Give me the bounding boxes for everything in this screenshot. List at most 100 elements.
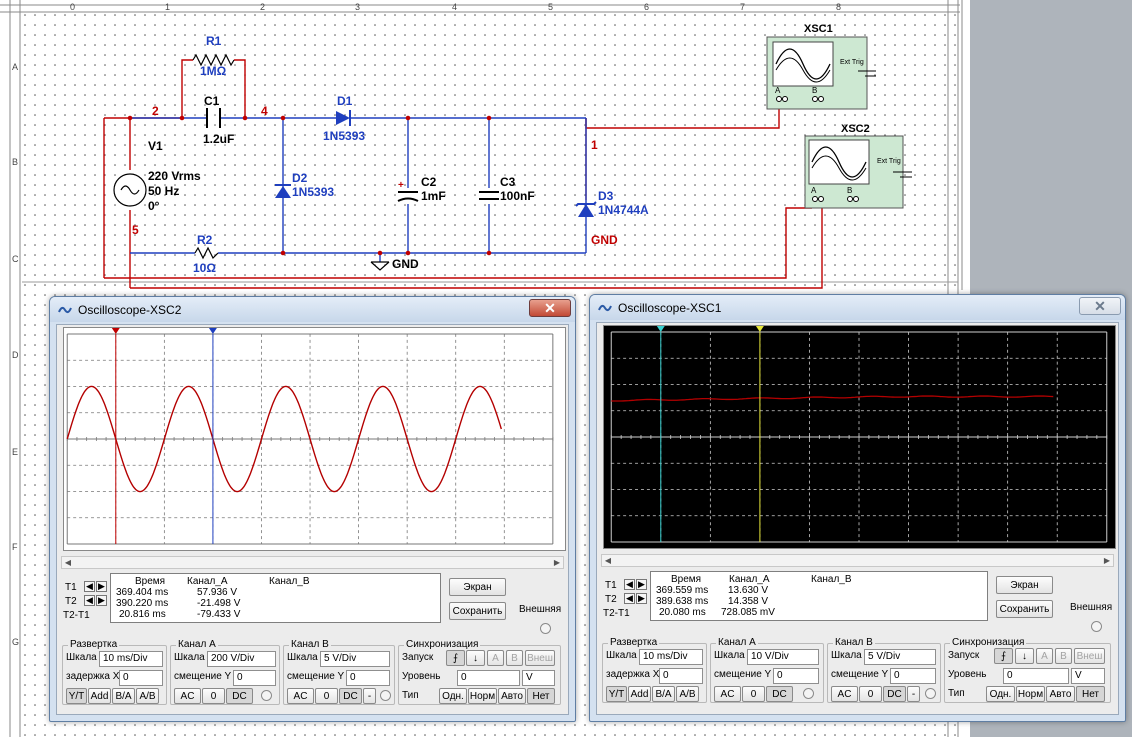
ground-symbol[interactable] bbox=[370, 261, 390, 271]
scroll-right-icon[interactable]: ▶ bbox=[553, 558, 561, 567]
source-v1[interactable] bbox=[113, 173, 147, 207]
trigger-none-button[interactable]: Нет bbox=[527, 688, 555, 704]
trigger-a-button[interactable]: A bbox=[487, 650, 504, 666]
t1-left-arrow-icon[interactable]: ◀ bbox=[84, 581, 95, 592]
add-button[interactable]: Add bbox=[88, 688, 111, 704]
scroll-left-icon[interactable]: ◀ bbox=[64, 558, 72, 567]
cha-radio[interactable] bbox=[803, 688, 814, 699]
cha-ac-button[interactable]: AC bbox=[714, 686, 741, 702]
horizontal-scrollbar[interactable]: ◀ ▶ bbox=[61, 556, 564, 569]
ab-button[interactable]: A/B bbox=[136, 688, 159, 704]
trigger-single-button[interactable]: Одн. bbox=[439, 688, 467, 704]
cha-zero-button[interactable]: 0 bbox=[742, 686, 765, 702]
t1-right-arrow-icon[interactable]: ▶ bbox=[96, 581, 107, 592]
cha-ac-button[interactable]: AC bbox=[174, 688, 201, 704]
rising-edge-icon[interactable]: ⨍ bbox=[994, 648, 1013, 664]
trigger-a-button[interactable]: A bbox=[1036, 648, 1053, 664]
scope-display[interactable] bbox=[63, 327, 566, 551]
trigger-b-button[interactable]: B bbox=[1055, 648, 1072, 664]
t2-right-arrow-icon[interactable]: ▶ bbox=[96, 595, 107, 606]
scope-display[interactable] bbox=[603, 325, 1116, 549]
chb-minus-button[interactable]: - bbox=[907, 686, 920, 702]
trigger-level-field[interactable]: 0 bbox=[457, 670, 520, 686]
t1-left-arrow-icon[interactable]: ◀ bbox=[624, 579, 635, 590]
capacitor-c2[interactable] bbox=[397, 188, 419, 204]
cha-ypos-field[interactable]: 0 bbox=[233, 670, 276, 686]
capacitor-c3[interactable] bbox=[479, 188, 499, 204]
ab-button[interactable]: A/B bbox=[676, 686, 699, 702]
trigger-ext-button[interactable]: Внеш bbox=[1074, 648, 1105, 664]
trigger-normal-button[interactable]: Норм bbox=[468, 688, 497, 704]
chb-ypos-field[interactable]: 0 bbox=[890, 668, 936, 684]
trigger-auto-button[interactable]: Авто bbox=[1046, 686, 1075, 702]
chb-ac-button[interactable]: AC bbox=[287, 688, 314, 704]
resistor-r2[interactable] bbox=[194, 246, 219, 260]
close-button[interactable]: ✕ bbox=[1079, 297, 1121, 315]
capacitor-c1[interactable] bbox=[206, 108, 221, 128]
cha-dc-button[interactable]: DC bbox=[226, 688, 253, 704]
ba-button[interactable]: B/A bbox=[652, 686, 675, 702]
external-ground-radio[interactable] bbox=[1091, 621, 1102, 632]
cha-radio[interactable] bbox=[261, 690, 272, 701]
screen-button[interactable]: Экран bbox=[996, 576, 1053, 594]
falling-edge-icon[interactable]: ↓ bbox=[1015, 648, 1034, 664]
instrument-xsc2[interactable] bbox=[804, 135, 912, 209]
chb-zero-button[interactable]: 0 bbox=[859, 686, 882, 702]
zener-d3[interactable] bbox=[575, 201, 597, 217]
save-button[interactable]: Сохранить bbox=[996, 600, 1053, 618]
chb-radio[interactable] bbox=[380, 690, 391, 701]
scroll-right-icon[interactable]: ▶ bbox=[1103, 556, 1111, 565]
timebase-scale-field[interactable]: 10 ms/Div bbox=[99, 651, 163, 667]
cha-dc-button[interactable]: DC bbox=[766, 686, 793, 702]
trigger-normal-button[interactable]: Норм bbox=[1016, 686, 1045, 702]
trigger-b-button[interactable]: B bbox=[506, 650, 523, 666]
chb-zero-button[interactable]: 0 bbox=[315, 688, 338, 704]
chb-dc-button[interactable]: DC bbox=[883, 686, 906, 702]
t2-right-arrow-icon[interactable]: ▶ bbox=[636, 593, 647, 604]
t2-left-arrow-icon[interactable]: ◀ bbox=[84, 595, 95, 606]
chb-dc-button[interactable]: DC bbox=[339, 688, 362, 704]
oscilloscope-xsc1-window[interactable]: Oscilloscope-XSC1 ✕ ◀ ▶ T1 T2 T2-T1 ◀ ▶ … bbox=[589, 294, 1126, 722]
ba-button[interactable]: B/A bbox=[112, 688, 135, 704]
t1-right-arrow-icon[interactable]: ▶ bbox=[636, 579, 647, 590]
diode-d1[interactable] bbox=[336, 110, 351, 126]
trigger-auto-button[interactable]: Авто bbox=[498, 688, 526, 704]
chb-scale-field[interactable]: 5 V/Div bbox=[320, 651, 390, 667]
yt-button[interactable]: Y/T bbox=[66, 688, 87, 704]
horizontal-scrollbar[interactable]: ◀ ▶ bbox=[601, 554, 1114, 567]
add-button[interactable]: Add bbox=[628, 686, 651, 702]
chb-radio[interactable] bbox=[925, 688, 936, 699]
diode-d2[interactable] bbox=[275, 184, 291, 198]
external-ground-radio[interactable] bbox=[540, 623, 551, 634]
trigger-ext-button[interactable]: Внеш bbox=[525, 650, 555, 666]
cha-scale-field[interactable]: 10 V/Div bbox=[747, 649, 819, 665]
xpos-field[interactable]: 0 bbox=[659, 668, 703, 684]
chb-ypos-field[interactable]: 0 bbox=[346, 670, 390, 686]
falling-edge-icon[interactable]: ↓ bbox=[466, 650, 485, 666]
instrument-xsc1[interactable] bbox=[766, 36, 876, 110]
resistor-r1[interactable] bbox=[192, 53, 235, 67]
chb-minus-button[interactable]: - bbox=[363, 688, 376, 704]
trigger-level-field[interactable]: 0 bbox=[1003, 668, 1069, 684]
yt-button[interactable]: Y/T bbox=[606, 686, 627, 702]
scroll-left-icon[interactable]: ◀ bbox=[604, 556, 612, 565]
trigger-level-unit[interactable]: V bbox=[522, 670, 555, 686]
save-button[interactable]: Сохранить bbox=[449, 602, 506, 620]
chb-ac-button[interactable]: AC bbox=[831, 686, 858, 702]
t2-left-arrow-icon[interactable]: ◀ bbox=[624, 593, 635, 604]
xpos-field[interactable]: 0 bbox=[119, 670, 163, 686]
chb-scale-field[interactable]: 5 V/Div bbox=[864, 649, 936, 665]
cha-ypos-field[interactable]: 0 bbox=[773, 668, 819, 684]
oscilloscope-xsc2-window[interactable]: Oscilloscope-XSC2 ✕ ◀ ▶ T1 T2 T2-T1 ◀ ▶ … bbox=[49, 296, 576, 722]
xsc2-titlebar[interactable]: Oscilloscope-XSC2 bbox=[50, 297, 575, 322]
xsc1-titlebar[interactable]: Oscilloscope-XSC1 bbox=[590, 295, 1125, 320]
timebase-scale-field[interactable]: 10 ms/Div bbox=[639, 649, 703, 665]
rising-edge-icon[interactable]: ⨍ bbox=[446, 650, 465, 666]
trigger-none-button[interactable]: Нет bbox=[1076, 686, 1105, 702]
cha-zero-button[interactable]: 0 bbox=[202, 688, 225, 704]
close-button[interactable]: ✕ bbox=[529, 299, 571, 317]
cha-scale-field[interactable]: 200 V/Div bbox=[207, 651, 276, 667]
screen-button[interactable]: Экран bbox=[449, 578, 506, 596]
trigger-level-unit[interactable]: V bbox=[1071, 668, 1105, 684]
trigger-single-button[interactable]: Одн. bbox=[986, 686, 1015, 702]
